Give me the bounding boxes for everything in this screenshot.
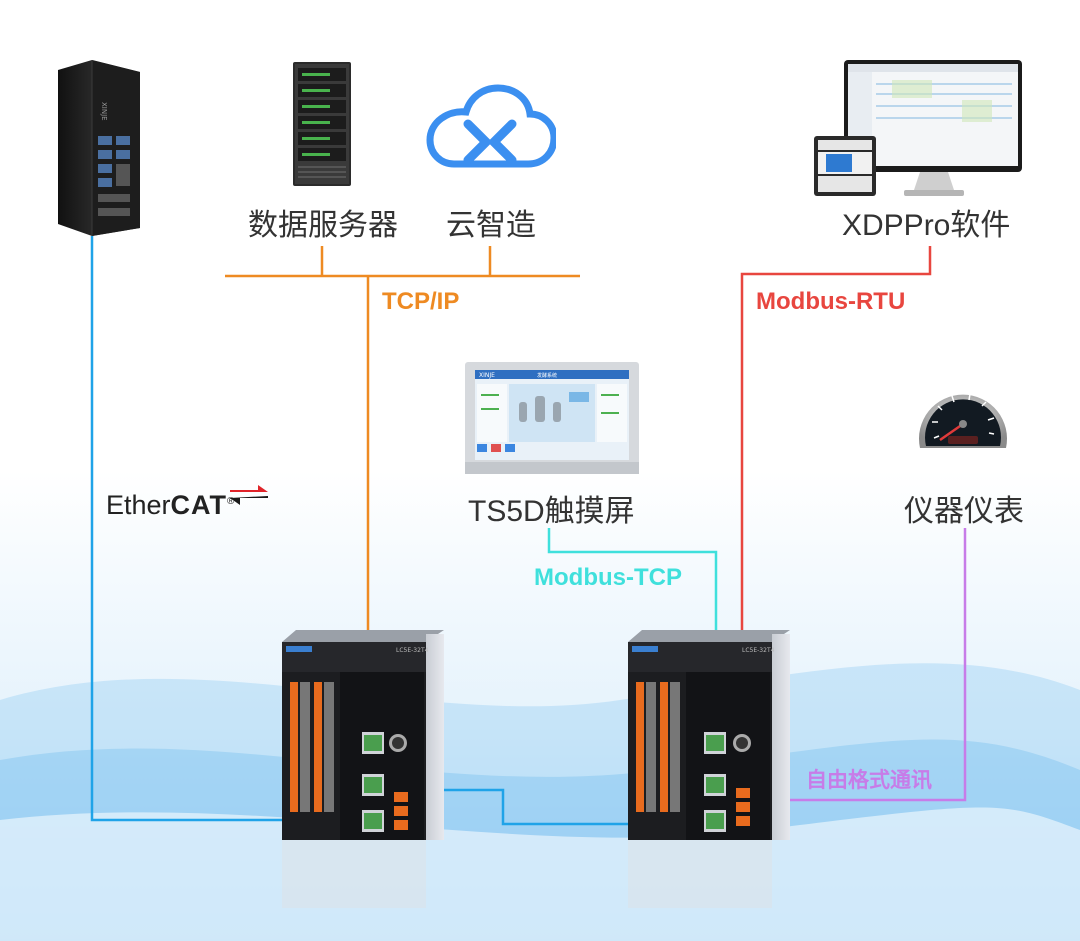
- cloud-label: 云智造: [446, 208, 536, 243]
- ethercat-arrows-icon: [230, 485, 268, 505]
- ethercat-logo-mark: ®: [227, 496, 235, 507]
- free-comm-line: [752, 528, 967, 802]
- touchscreen-label: TS5D触摸屏: [468, 495, 635, 528]
- tcp-ip-bus-line: [225, 246, 580, 738]
- modbus-rtu-line: [740, 246, 932, 742]
- plc-2-model-text: LC5E-32T4: [742, 647, 775, 654]
- ethercat-logo-cat: CAT: [170, 490, 228, 520]
- data-server-label: 数据服务器: [248, 208, 398, 243]
- meter-label: 仪器仪表: [904, 494, 1024, 529]
- plc-1-terminal-block: [290, 682, 322, 812]
- industrial-controller: XINJE: [58, 60, 140, 236]
- xdppro-software-icon: [814, 60, 1022, 196]
- data-server-icon: [293, 62, 351, 186]
- plc-1: LC5E-32T4: [282, 630, 444, 908]
- plc-2: LC5E-32T4: [628, 630, 790, 908]
- software-label: XDPPro软件: [842, 209, 1011, 242]
- ts-brand-text: XINJE: [479, 372, 495, 379]
- free-comm-label: 自由格式通讯: [806, 768, 932, 792]
- meter-gauge-icon: [919, 393, 1007, 448]
- controller-brand-text: XINJE: [100, 102, 108, 121]
- ts5d-touchscreen-icon: XINJE 发酵系统: [465, 362, 639, 474]
- plc-1-model-text: LC5E-32T4: [396, 647, 429, 654]
- cloud-icon: [426, 84, 556, 168]
- ethercat-logo: EtherCAT®: [106, 490, 234, 521]
- modbus-rtu-label: Modbus-RTU: [756, 288, 906, 315]
- ethercat-logo-ether: Ether: [106, 490, 171, 520]
- ethercat-line: [90, 236, 360, 822]
- ts-title-text: 发酵系统: [537, 372, 557, 379]
- plc-2-terminal-block: [636, 682, 668, 812]
- tcp-ip-label: TCP/IP: [382, 288, 460, 315]
- modbus-tcp-label: Modbus-TCP: [534, 564, 682, 591]
